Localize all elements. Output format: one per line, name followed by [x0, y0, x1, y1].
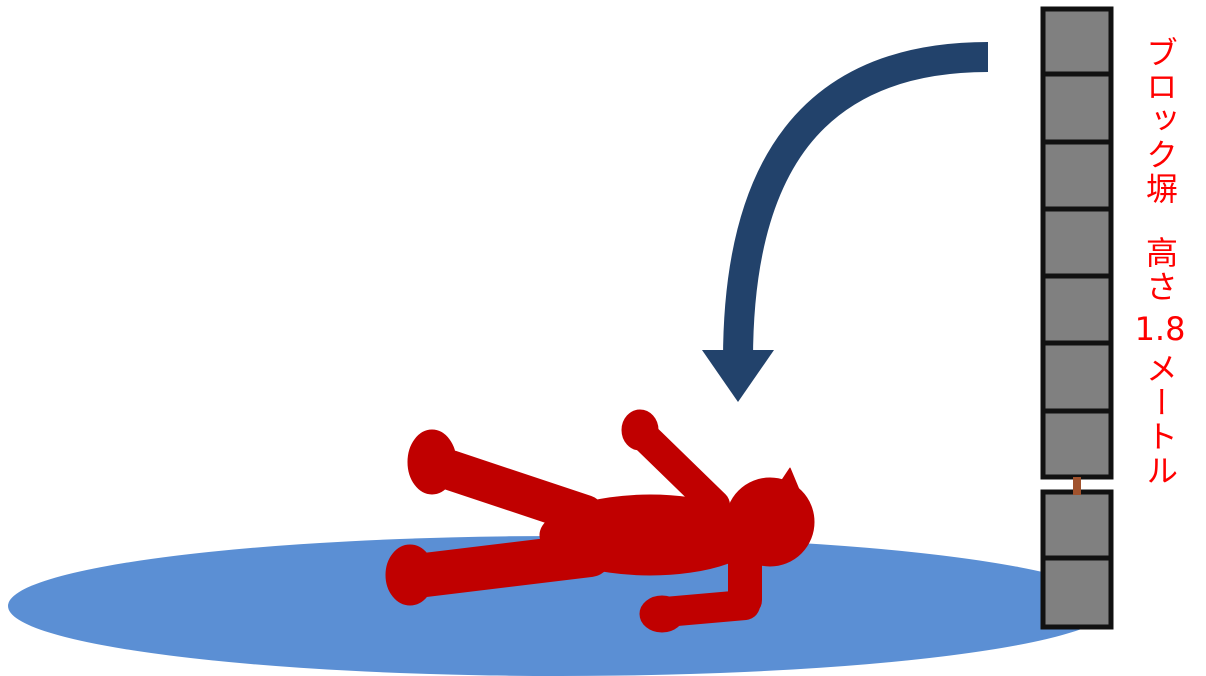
wall-block — [1043, 142, 1111, 209]
falling-arrow — [702, 57, 988, 402]
foot-upper — [408, 430, 456, 494]
wall-block — [1043, 74, 1111, 142]
hand-raised — [622, 410, 658, 450]
leg-upper — [450, 470, 585, 515]
caption-height-value: 1.8 — [1135, 312, 1186, 346]
arrow-head — [702, 350, 774, 402]
hand-lower — [640, 596, 684, 632]
arrow-curve — [738, 57, 988, 360]
wall-block — [1043, 209, 1111, 276]
wall-block — [1043, 411, 1111, 477]
foot-lower — [386, 545, 434, 605]
head — [726, 478, 814, 566]
wall-block — [1043, 276, 1111, 343]
caption-height: 高さ — [1143, 236, 1177, 304]
caption-unit: メートル — [1143, 352, 1177, 488]
wall-block — [1043, 492, 1111, 558]
wall-block — [1043, 558, 1111, 627]
wall-block — [1043, 343, 1111, 411]
wall-block — [1043, 9, 1111, 74]
block-wall — [1043, 9, 1111, 627]
caption-block-wall: ブロック塀 — [1143, 36, 1177, 206]
broken-rebar — [1073, 477, 1081, 495]
wall-height-caption: ブロック塀 高さ 1.8 メートル — [1136, 36, 1184, 488]
